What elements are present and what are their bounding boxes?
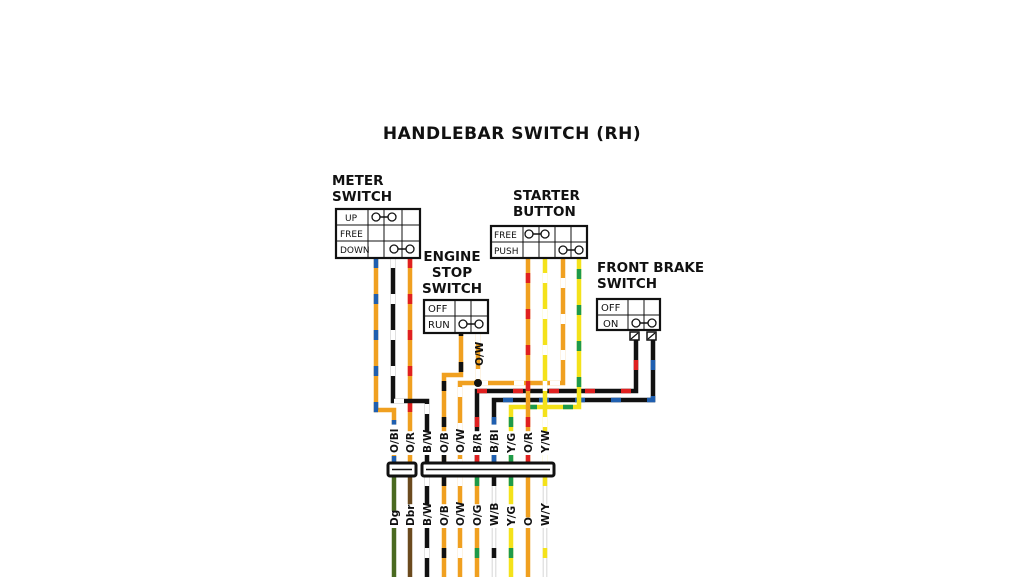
upper-labels-bg-9 <box>538 431 552 455</box>
wire-o-b-stripe <box>441 333 464 463</box>
lower-wire-label-0: Dg <box>389 510 401 526</box>
meter-switch-row-free: FREE <box>340 230 363 240</box>
upper-labels-bg-2 <box>420 431 434 455</box>
front-brake-switch: FRONT BRAKE SWITCH OFF ON <box>595 260 704 341</box>
lower-labels-bg-5 <box>470 504 484 528</box>
lower-labels-bg-1 <box>403 504 417 528</box>
lower-labels-bg-7 <box>504 504 518 528</box>
lower-wire-label-7: Y/G <box>506 506 518 527</box>
lower-wire-label-9: W/Y <box>540 503 552 526</box>
engine-stop-heading-1: ENGINE <box>423 249 480 265</box>
upper-wire-label-7: Y/G <box>506 433 518 454</box>
front-brake-heading-1: FRONT BRAKE <box>597 260 704 276</box>
wire-o-w-starter <box>478 258 566 386</box>
lower-labels-bg-4 <box>453 504 467 528</box>
diagram-title: HANDLEBAR SWITCH (RH) <box>383 124 641 144</box>
wire-b-bl-stripe <box>491 340 656 463</box>
upper-wire-label-4: O/W <box>455 428 467 453</box>
front-brake-row-on: ON <box>603 319 618 330</box>
meter-switch-row-up: UP <box>345 214 358 224</box>
meter-switch-heading-2: SWITCH <box>332 189 392 205</box>
meter-switch-down-connection <box>389 244 415 254</box>
front-brake-row-off: OFF <box>601 303 621 314</box>
starter-button-push-connection <box>558 245 584 255</box>
upper-wire-labels: O/Bl O/R B/W O/B O/W B/R B/Bl Y/G O/R Y/W <box>387 424 552 455</box>
front-brake-on-connection <box>631 318 657 328</box>
starter-button-row-free: FREE <box>494 231 517 241</box>
upper-wire-label-0: O/Bl <box>389 429 401 453</box>
upper-labels-bg-3 <box>437 431 451 455</box>
upper-labels-bg-8 <box>521 431 535 455</box>
meter-switch-heading-1: METER <box>332 173 384 189</box>
lower-wire-label-2: B/W <box>422 502 434 526</box>
lower-labels-bg-2 <box>420 504 434 528</box>
lower-wire-label-4: O/W <box>455 501 467 526</box>
upper-wire-label-9: Y/W <box>540 430 552 454</box>
upper-labels-bg-7 <box>504 431 518 455</box>
front-brake-terminals <box>629 331 657 341</box>
upper-labels-bg-4 <box>453 431 467 455</box>
lower-wire-labels: Dg Dbr B/W O/B O/W O/G W/B Y/G O W/Y <box>387 501 552 528</box>
upper-labels-bg-0 <box>387 424 401 455</box>
inline-wire-label-o-w: O/W <box>474 341 486 366</box>
upper-labels-bg-1 <box>403 431 417 455</box>
splice-junction <box>474 379 482 387</box>
lower-labels-bg-0 <box>387 510 401 528</box>
engine-stop-run-connection <box>458 319 484 329</box>
lower-wire-label-1: Dbr <box>405 504 417 526</box>
lower-wire-label-3: O/B <box>439 505 451 526</box>
meter-switch-up-connection <box>371 212 397 222</box>
upper-wire-label-3: O/B <box>439 432 451 453</box>
lower-labels-bg-6 <box>487 504 501 528</box>
upper-wire-label-2: B/W <box>422 429 434 453</box>
connector-block <box>386 461 556 478</box>
lower-labels-bg-9 <box>538 504 552 528</box>
engine-stop-heading-2: STOP <box>432 265 472 281</box>
starter-button-row-push: PUSH <box>494 247 519 257</box>
lower-labels-bg-8 <box>521 517 535 528</box>
upper-labels-bg-5 <box>470 431 484 455</box>
engine-stop-row-run: RUN <box>428 320 450 331</box>
engine-stop-heading-3: SWITCH <box>422 281 482 297</box>
wire-o-bl-stripe <box>373 258 397 463</box>
lower-wire-label-6: W/B <box>489 503 501 526</box>
starter-button-heading-2: BUTTON <box>513 204 576 220</box>
wire-b-r-stripe <box>474 340 639 463</box>
lower-wire-label-5: O/G <box>472 505 484 526</box>
wire-o-w-stripe <box>457 333 481 463</box>
upper-wire-label-6: B/Bl <box>489 430 501 453</box>
lower-wire-label-8: O <box>523 517 535 526</box>
starter-button: STARTER BUTTON FREE PUSH <box>489 188 589 260</box>
front-brake-heading-2: SWITCH <box>597 276 657 292</box>
upper-wire-label-5: B/R <box>472 433 484 453</box>
lower-labels-bg-3 <box>437 504 451 528</box>
starter-button-free-connection <box>524 229 550 239</box>
meter-switch-row-down: DOWN <box>340 246 370 256</box>
starter-button-heading-1: STARTER <box>513 188 581 204</box>
wire-o-w-starter-stripe <box>478 258 566 386</box>
engine-stop-switch: ENGINE STOP SWITCH OFF RUN <box>422 249 490 335</box>
upper-labels-bg-6 <box>487 424 501 455</box>
meter-switch: METER SWITCH UP FREE DOWN <box>332 173 422 260</box>
engine-stop-row-off: OFF <box>428 304 448 315</box>
upper-wire-label-8: O/R <box>523 432 535 453</box>
upper-wire-label-1: O/R <box>405 432 417 453</box>
